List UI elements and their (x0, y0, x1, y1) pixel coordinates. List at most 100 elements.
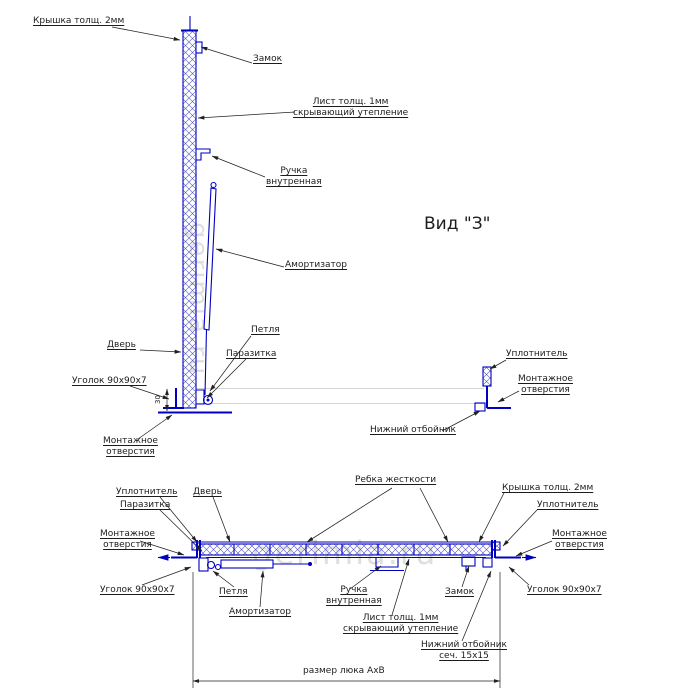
label-door-bottom: Дверь (193, 487, 222, 497)
label-handle-top: Ручка внутренная (266, 166, 322, 188)
label-dimension-axb: размер люка AxB (303, 666, 385, 676)
right-end-assembly (482, 540, 537, 568)
leader-door-bottom (212, 496, 231, 543)
label-lock-bottom: Замок (445, 587, 475, 597)
label-bumper-bottom-line1: Нижний отбойник (421, 640, 507, 650)
leader-angle-top (129, 385, 170, 400)
label-shock-bottom: Амортизатор (229, 607, 292, 617)
label-mount-top-right: Монтажное отверстия (518, 374, 573, 396)
leader-hinge-top (209, 335, 252, 392)
stiffening-ribs (233, 544, 451, 555)
label-hinge-bottom: Петля (219, 587, 248, 597)
leader-lock-top (200, 46, 253, 64)
label-handle-top-line2: внутренная (266, 177, 322, 187)
label-sheet-bottom-line1: Лист толщ. 1мм (362, 613, 439, 623)
label-sheet-top: Лист толщ. 1мм скрывающий утепление (293, 97, 408, 119)
lock-part (195, 41, 203, 54)
label-mount-bottom-right: Монтажное отверстия (552, 529, 607, 551)
label-parasite-top: Паразитка (226, 349, 277, 359)
label-mount-top-left: Монтажное отверстия (103, 436, 158, 458)
label-seal-bottom-left: Уплотнитель (116, 487, 178, 497)
top-view-leaders (111, 26, 520, 440)
label-sheet-top-line2: скрывающий утепление (293, 108, 409, 118)
label-shock-top: Амортизатор (285, 260, 348, 270)
label-parasite-bottom: Паразитка (120, 500, 171, 510)
lock-body (461, 556, 476, 567)
leader-door-top (139, 349, 182, 354)
hatch-cover-assembly (199, 541, 493, 559)
leader-parasite-bottom (159, 509, 203, 552)
leader-shock-top (215, 248, 285, 268)
bottom-view-leaders (139, 487, 553, 642)
rib-dividers (233, 544, 451, 555)
label-mount-bottom-left: Монтажное отверстия (100, 529, 155, 551)
label-mount-top-left-line1: Монтажное (103, 436, 158, 446)
shock-rod-end (308, 562, 312, 566)
leader-sheet-bottom (391, 558, 410, 616)
label-mount-bottom-right-line2: отверстия (555, 540, 604, 550)
leader-bumper-bottom (461, 570, 492, 642)
door-panel (181, 16, 198, 409)
leader-angle-bottom-right (508, 566, 530, 586)
hinge-part (196, 389, 214, 406)
leader-rib-2 (419, 487, 449, 543)
leader-bumper-top (441, 410, 481, 432)
leader-cover-top (111, 26, 181, 41)
label-mount-top-left-line2: отверстия (106, 447, 155, 457)
angle-right-part (486, 386, 511, 409)
label-bumper-bottom: Нижний отбойник сеч. 15x15 (421, 640, 507, 662)
label-ribs-bottom: Ребка жесткости (355, 475, 437, 485)
lock-bottom-part (461, 556, 476, 571)
handle-bottom-part (370, 557, 404, 572)
cover-insulation-hatch (199, 543, 493, 556)
hinge-bracket (196, 389, 205, 405)
leader-sheet-top (197, 111, 296, 120)
bumper-part (474, 402, 486, 412)
label-handle-top-line1: Ручка (280, 166, 308, 176)
label-handle-bottom-line2: внутренная (326, 596, 382, 606)
label-mount-bottom-left-line2: отверстия (103, 540, 152, 550)
angle-right-bottom-part (494, 540, 521, 559)
leader-rib-1 (306, 487, 393, 543)
shock-absorber-part (203, 181, 217, 396)
leader-mount-top-left (137, 414, 173, 440)
label-seal-top-right: Уплотнитель (506, 349, 568, 359)
label-hinge-top: Петля (251, 325, 280, 335)
label-cover-top: Крышка толщ. 2мм (33, 16, 125, 26)
bottom-view (139, 487, 553, 688)
label-mount-top-right-line1: Монтажное (518, 374, 573, 384)
label-angle-bottom-left: Уголок 90x90x7 (100, 585, 175, 595)
label-bumper-bottom-line2: сеч. 15x15 (439, 651, 489, 661)
leader-handle-bottom (349, 565, 382, 590)
leader-mount-bottom-left (139, 540, 185, 556)
label-seal-bottom-right: Уплотнитель (537, 500, 599, 510)
right-frame-detail (474, 366, 511, 412)
leader-handle-top (211, 155, 266, 178)
shock-cylinder (203, 187, 217, 331)
leader-hinge-bottom (212, 570, 235, 588)
label-door-top: Дверь (107, 340, 136, 350)
leader-seal-bottom-left (159, 496, 198, 543)
dimension-axb (192, 572, 501, 688)
bumper-bottom-part (482, 557, 493, 568)
leader-parasite-top (206, 358, 247, 399)
leader-seal-top-right (489, 359, 507, 370)
label-mount-top-right-line2: отверстия (521, 385, 570, 395)
label-cover-bottom: Крышка толщ. 2мм (502, 483, 594, 493)
label-mount-bottom-left-line1: Монтажное (100, 529, 155, 539)
leader-cover-bottom (478, 492, 505, 543)
handle-u-bracket (375, 557, 399, 568)
label-sheet-bottom: Лист толщ. 1мм скрывающий утепление (343, 613, 458, 635)
label-handle-bottom: Ручка внутренная (326, 585, 382, 607)
top-view: 30 (111, 16, 520, 440)
leader-angle-bottom-left (141, 566, 192, 586)
leader-mount-bottom-right (515, 540, 553, 557)
door-insulation-hatch (182, 29, 197, 409)
hinge-pin-bottom (206, 560, 216, 570)
leader-seal-bottom-right (502, 509, 538, 547)
hinge-bracket-bottom (198, 557, 209, 572)
label-mount-bottom-right-line1: Монтажное (552, 529, 607, 539)
label-sheet-bottom-line2: скрывающий утепление (343, 624, 459, 634)
